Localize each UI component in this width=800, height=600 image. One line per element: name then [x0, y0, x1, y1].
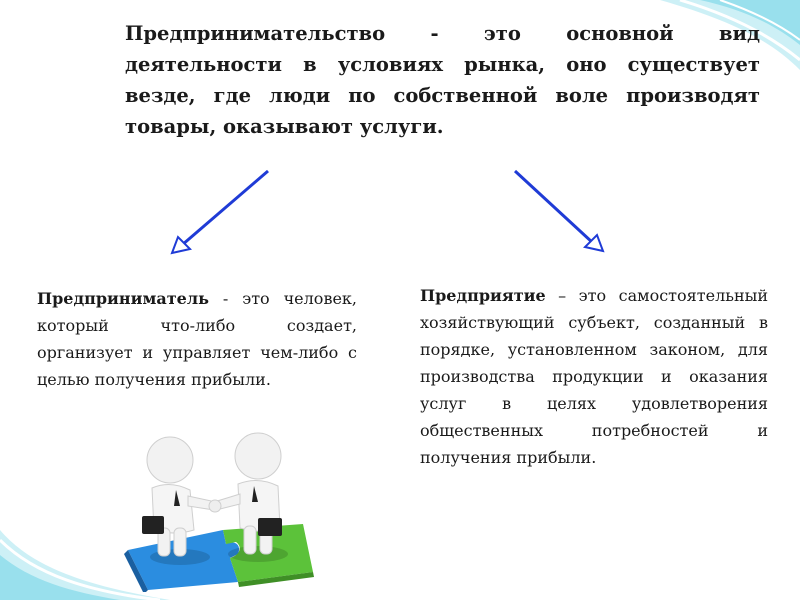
arrow-down-right-icon [513, 169, 605, 253]
handshake-illustration [124, 432, 314, 592]
corner-decoration-top-right [660, 0, 800, 70]
entrepreneur-term: Предприниматель [37, 289, 209, 308]
corner-decoration-bottom-left [0, 530, 170, 600]
enterprise-definition: Предприятие – это самостоятельный хозяйс… [420, 282, 768, 471]
enterprise-term: Предприятие [420, 286, 546, 305]
definition-text: Предпринимательство - это основной вид д… [125, 22, 760, 138]
entrepreneur-definition: Предприниматель - это человек, который ч… [37, 285, 357, 393]
arrow-down-left-icon [170, 169, 269, 255]
enterprise-text: – это самостоятельный хозяйствующий субъ… [420, 286, 768, 467]
entrepreneur-text: - это человек, который что-либо создает,… [37, 289, 357, 389]
